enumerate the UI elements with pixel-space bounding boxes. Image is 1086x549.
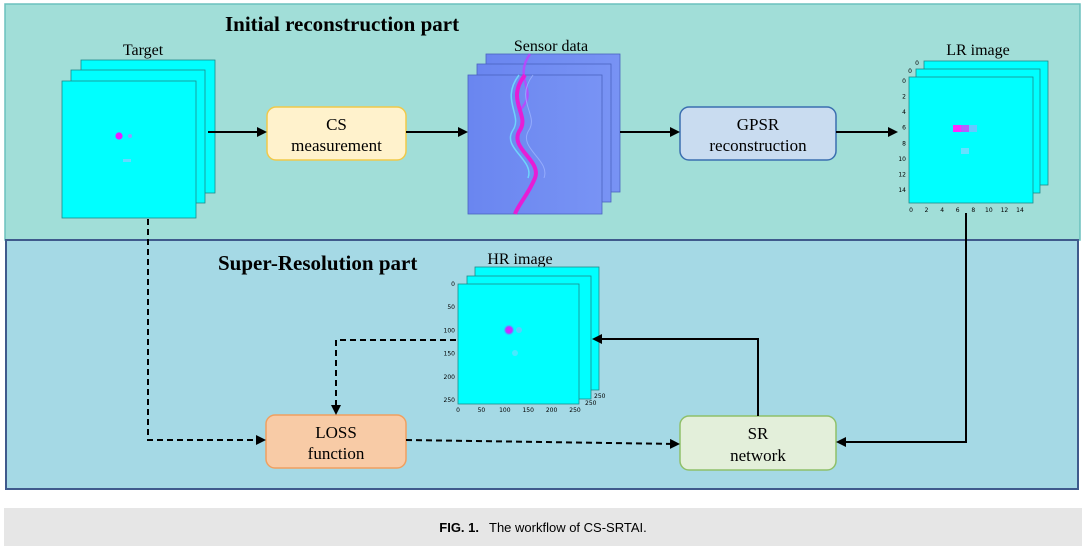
hr-spot-faint bbox=[512, 350, 518, 356]
lr-y-tick: 12 bbox=[898, 171, 906, 178]
lr-x-tick: 14 bbox=[1016, 207, 1024, 214]
hr-back-tick-1: 250 bbox=[594, 393, 606, 400]
target-spot-faint bbox=[123, 159, 131, 162]
lr-spot-mid bbox=[961, 125, 969, 132]
lr-back-tick-1: 0 bbox=[915, 60, 919, 67]
dashed-arrow-hr-to-loss bbox=[331, 339, 456, 415]
hr-y-tick: 0 bbox=[451, 281, 455, 288]
lr-spot-edge bbox=[969, 125, 977, 132]
hr-x-tick: 0 bbox=[456, 407, 460, 414]
hr-y-tick: 50 bbox=[447, 304, 455, 311]
sr-box-line-1: SR bbox=[748, 424, 769, 443]
sensor-data-stack bbox=[467, 53, 621, 215]
target-spot-small bbox=[128, 134, 132, 138]
sr-box-line-2: network bbox=[730, 446, 786, 465]
sensor-wave-trace-back bbox=[519, 53, 532, 111]
hr-spot-small bbox=[516, 327, 522, 333]
lr-x-tick: 6 bbox=[956, 207, 960, 214]
hr-x-tick: 100 bbox=[499, 407, 511, 414]
hr-y-tick: 150 bbox=[444, 351, 456, 358]
arrow-lr-to-sr bbox=[836, 213, 967, 447]
dashed-arrow-target-to-loss bbox=[147, 219, 266, 445]
hr-x-tick: 150 bbox=[522, 407, 534, 414]
cs-box-line-2: measurement bbox=[291, 136, 382, 155]
sensor-wave-echo bbox=[509, 74, 530, 179]
gpsr-box-line-2: reconstruction bbox=[709, 136, 807, 155]
target-spot-large bbox=[115, 132, 123, 140]
arrow-sr-to-hr bbox=[592, 334, 759, 416]
figure-caption: FIG. 1. The workflow of CS-SRTAI. bbox=[4, 508, 1082, 546]
super-resolution-section-title: Super-Resolution part bbox=[218, 251, 417, 275]
hr-image-label: HR image bbox=[487, 251, 552, 268]
target-image-stack bbox=[61, 59, 216, 219]
sr-network-box: SR network bbox=[679, 415, 837, 471]
cs-box-line-1: CS bbox=[326, 115, 347, 134]
sensor-wave-trace bbox=[513, 73, 538, 215]
lr-axis-ticks: 0 2 4 6 8 10 12 14 0 2 4 6 8 10 12 14 bbox=[898, 78, 1024, 214]
lr-image-stack: 0 0 0 2 4 6 8 10 12 14 0 2 4 6 8 10 12 14 bbox=[898, 60, 1049, 214]
lr-image-label: LR image bbox=[946, 42, 1010, 59]
target-label: Target bbox=[123, 42, 164, 59]
hr-back-tick-2: 250 bbox=[585, 400, 597, 407]
hr-x-tick: 250 bbox=[569, 407, 581, 414]
lr-y-tick: 14 bbox=[898, 187, 906, 194]
lr-x-tick: 12 bbox=[1001, 207, 1009, 214]
lr-y-tick: 6 bbox=[902, 125, 906, 132]
loss-box-line-2: function bbox=[308, 444, 365, 463]
dashed-arrow-loss-to-sr bbox=[405, 438, 680, 449]
lr-y-tick: 2 bbox=[902, 94, 906, 101]
lr-x-tick: 0 bbox=[909, 207, 913, 214]
lr-x-tick: 2 bbox=[925, 207, 929, 214]
cs-measurement-box: CS measurement bbox=[266, 106, 407, 161]
gpsr-reconstruction-box: GPSR reconstruction bbox=[679, 106, 837, 161]
lr-x-tick: 4 bbox=[940, 207, 944, 214]
sensor-data-label: Sensor data bbox=[514, 38, 588, 55]
gpsr-box-line-1: GPSR bbox=[737, 115, 780, 134]
lr-x-tick: 10 bbox=[985, 207, 993, 214]
hr-y-tick: 100 bbox=[444, 327, 456, 334]
lr-spot-core bbox=[953, 125, 961, 132]
initial-section-title: Initial reconstruction part bbox=[225, 12, 459, 36]
hr-y-tick: 200 bbox=[444, 374, 456, 381]
lr-y-tick: 10 bbox=[898, 156, 906, 163]
hr-y-tick: 250 bbox=[444, 397, 456, 404]
loss-box-line-1: LOSS bbox=[315, 423, 357, 442]
caption-text: The workflow of CS-SRTAI. bbox=[489, 519, 647, 535]
lr-back-tick-2: 0 bbox=[908, 68, 912, 75]
sensor-wave-echo-2 bbox=[525, 74, 546, 179]
hr-x-tick: 200 bbox=[546, 407, 558, 414]
lr-y-tick: 0 bbox=[902, 78, 906, 85]
lr-x-tick: 8 bbox=[971, 207, 975, 214]
lr-y-tick: 8 bbox=[902, 140, 906, 147]
lr-spot-faint bbox=[961, 148, 969, 154]
loss-function-box: LOSS function bbox=[265, 414, 407, 469]
caption-label: FIG. 1. bbox=[439, 519, 479, 535]
hr-spot-core bbox=[503, 324, 515, 336]
lr-y-tick: 4 bbox=[902, 109, 906, 116]
hr-x-tick: 50 bbox=[478, 407, 486, 414]
